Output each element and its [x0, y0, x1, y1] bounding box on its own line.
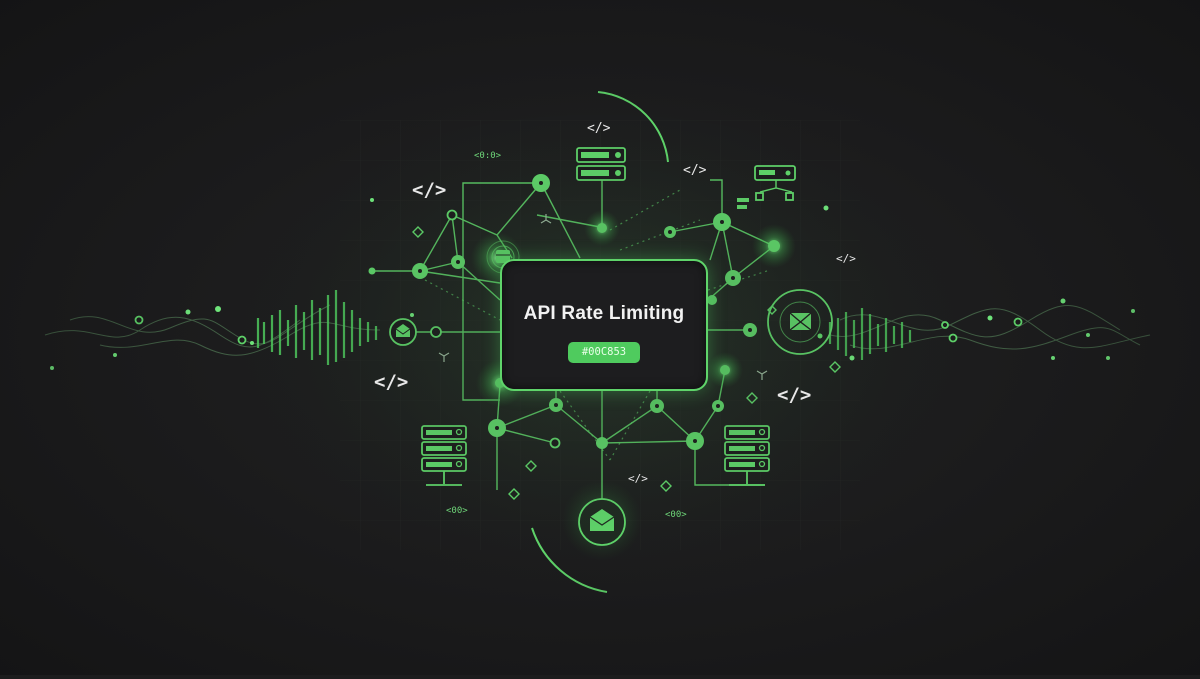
code-tag-icon: </> [374, 371, 409, 393]
code-tag-icon: </> [683, 163, 707, 178]
color-badge: #00C853 [568, 342, 640, 363]
card-title: API Rate Limiting [523, 303, 685, 324]
code-tag-icon: </> [412, 179, 447, 201]
code-tag-icon: <00> [665, 510, 687, 520]
envelope-left-icon [389, 318, 417, 346]
code-tag-icon: </> [777, 384, 812, 406]
code-tag-icon: </> [587, 121, 611, 136]
code-tag-icon: </> [628, 472, 648, 485]
code-tag-icon: <00> [446, 506, 468, 516]
title-card: API Rate Limiting #00C853 [500, 259, 708, 391]
code-tag-icon: <0:0> [474, 151, 502, 161]
code-tag-icon: </> [836, 252, 856, 265]
envelope-bottom-icon [578, 498, 626, 546]
